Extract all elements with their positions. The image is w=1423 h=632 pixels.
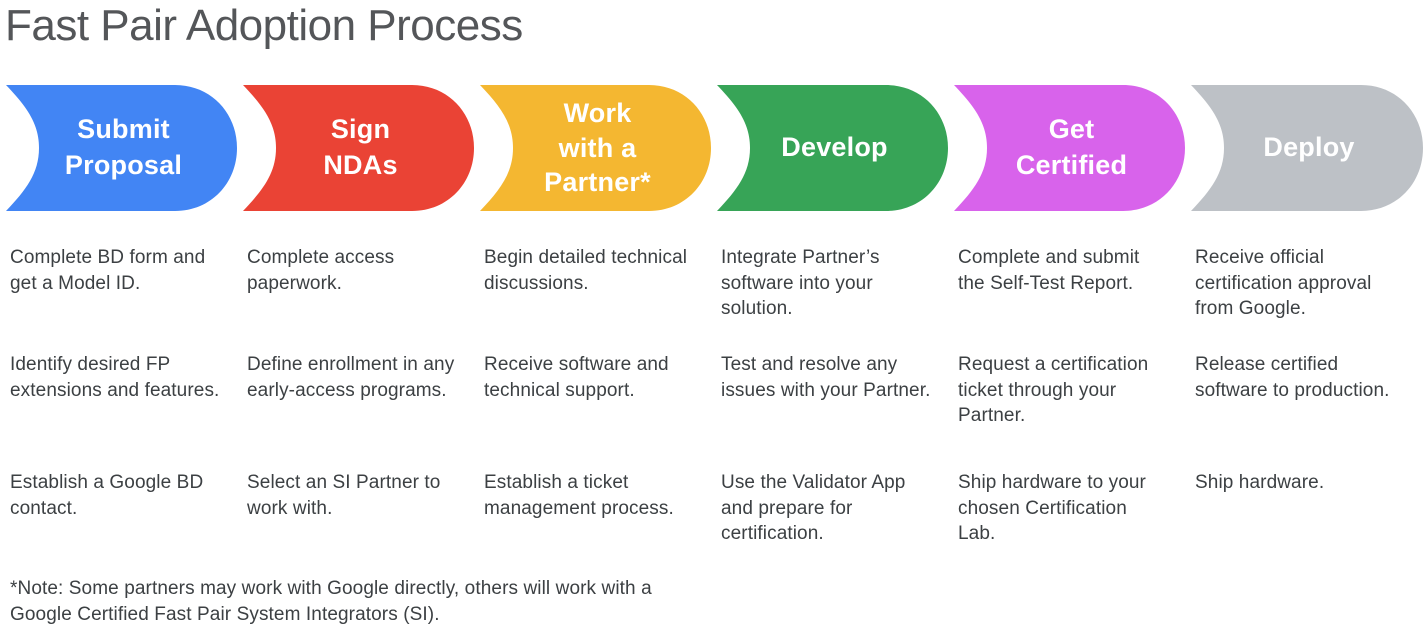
stage-label: Deploy	[1263, 132, 1355, 163]
step-text: Ship hardware.	[1195, 472, 1325, 493]
step-text: Establish a Google BD contact.	[10, 472, 204, 519]
stage-work-with-partner: Work with a Partner*	[474, 85, 711, 211]
stage-label: Sign NDAs	[323, 114, 398, 180]
step-text: Use the Validator App and prepare for ce…	[721, 472, 906, 544]
step-text: Complete and submit the Self-Test Report…	[958, 247, 1140, 294]
stage-arrow-shape	[6, 85, 237, 211]
steps-column-develop: Integrate Partner’s software into your s…	[711, 245, 948, 547]
stage-steps-grid: Complete BD form and get a Model ID. Ide…	[0, 245, 1423, 547]
step-text: Establish a ticket management process.	[484, 472, 674, 519]
stage-label: Get Certified	[1015, 114, 1128, 180]
footnote: *Note: Some partners may work with Googl…	[10, 578, 652, 625]
stage-get-certified: Get Certified	[948, 85, 1185, 211]
stage-submit-proposal: Submit Proposal	[0, 85, 237, 211]
step-text: Identify desired FP extensions and featu…	[10, 354, 220, 401]
stage-shape-fill	[717, 85, 948, 211]
step-text: Define enrollment in any early-access pr…	[247, 354, 455, 401]
step-text: Ship hardware to your chosen Certificati…	[958, 472, 1146, 544]
step-text: Complete BD form and get a Model ID.	[10, 247, 206, 294]
stage-shape-fill	[480, 85, 711, 211]
stage-label: Submit Proposal	[64, 114, 183, 180]
step-text: Receive official certification approval …	[1195, 247, 1372, 319]
stage-arrow-shape	[1191, 85, 1423, 211]
step-text: Integrate Partner’s software into your s…	[721, 247, 880, 319]
steps-column-submit-proposal: Complete BD form and get a Model ID. Ide…	[0, 245, 237, 547]
stage-arrow-shape	[717, 85, 948, 211]
stage-shape-fill	[1191, 85, 1423, 211]
stage-deploy: Deploy	[1185, 85, 1423, 211]
page-title: Fast Pair Adoption Process	[5, 1, 523, 50]
step-text: Complete access paperwork.	[247, 247, 395, 294]
stage-shape-fill	[243, 85, 474, 211]
stage-develop: Develop	[711, 85, 948, 211]
stage-arrow-shape	[480, 85, 711, 211]
steps-column-work-with-partner: Begin detailed technical discussions. Re…	[474, 245, 711, 547]
stage-sign-ndas: Sign NDAs	[237, 85, 474, 211]
stage-label: Work with a Partner*	[544, 98, 651, 198]
stage-arrow-shape	[954, 85, 1185, 211]
step-text: Begin detailed technical discussions.	[484, 247, 688, 294]
steps-column-deploy: Receive official certification approval …	[1185, 245, 1422, 547]
process-stages-row: Submit Proposal Sign NDAs Work with a Pa…	[0, 85, 1423, 211]
step-text: Test and resolve any issues with your Pa…	[721, 354, 931, 401]
stage-shape-fill	[6, 85, 237, 211]
step-text: Request a certification ticket through y…	[958, 354, 1149, 426]
steps-column-get-certified: Complete and submit the Self-Test Report…	[948, 245, 1185, 547]
steps-column-sign-ndas: Complete access paperwork. Define enroll…	[237, 245, 474, 547]
stage-label: Develop	[781, 132, 888, 163]
step-text: Release certified software to production…	[1195, 354, 1390, 401]
step-text: Receive software and technical support.	[484, 354, 669, 401]
step-text: Select an SI Partner to work with.	[247, 472, 441, 519]
stage-shape-fill	[954, 85, 1185, 211]
stage-arrow-shape	[243, 85, 474, 211]
